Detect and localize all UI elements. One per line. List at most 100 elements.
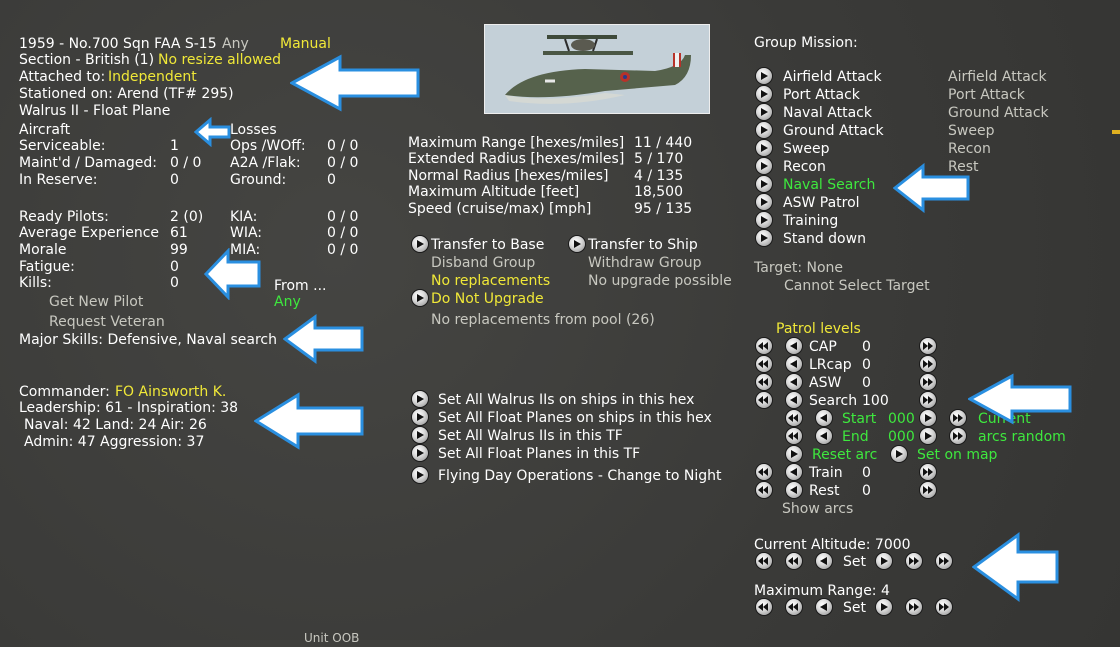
commander-name[interactable]: FO Ainsworth K. — [115, 384, 227, 400]
altitude-inc1000-icon[interactable] — [936, 553, 952, 569]
asw-inc-icon[interactable] — [920, 374, 936, 390]
rest-dec10-icon[interactable] — [756, 482, 772, 498]
no-replacements-toggle[interactable]: No replacements — [431, 273, 551, 289]
flying-day-ops-icon[interactable] — [412, 467, 428, 483]
set-all-float-ships-hex[interactable]: Set All Float Planes on ships in this he… — [438, 410, 712, 426]
train-dec-icon[interactable] — [786, 464, 802, 480]
cap-inc-icon[interactable] — [920, 338, 936, 354]
altitude-set-button[interactable]: Set — [843, 554, 866, 570]
aircraft-type[interactable]: Walrus II - Float Plane — [19, 103, 171, 119]
lrcap-dec-icon[interactable] — [786, 356, 802, 372]
mission-training-icon[interactable] — [756, 212, 772, 228]
set-all-walrus-tf-icon[interactable] — [412, 427, 428, 443]
end-dec-icon[interactable] — [816, 428, 832, 444]
mission-training[interactable]: Training — [783, 213, 839, 229]
flying-day-ops-button[interactable]: Flying Day Operations - Change to Night — [438, 468, 722, 484]
set-all-walrus-ships-hex[interactable]: Set All Walrus IIs on ships in this hex — [438, 392, 695, 408]
rest-inc-icon[interactable] — [920, 482, 936, 498]
mission-ground-icon[interactable] — [756, 122, 772, 138]
lrcap-dec10-icon[interactable] — [756, 356, 772, 372]
end-dec10-icon[interactable] — [786, 428, 802, 444]
set-all-walrus-tf[interactable]: Set All Walrus IIs in this TF — [438, 428, 623, 444]
transfer-to-base-button[interactable]: Transfer to Base — [431, 237, 545, 253]
transfer-to-ship-button[interactable]: Transfer to Ship — [588, 237, 698, 253]
mission-airfield-icon[interactable] — [756, 68, 772, 84]
start-inc-icon[interactable] — [920, 410, 936, 426]
cap-dec-icon[interactable] — [786, 338, 802, 354]
unit-oob-link[interactable]: Unit OOB — [304, 631, 360, 645]
alt-mission-port[interactable]: Port Attack — [948, 87, 1025, 103]
disband-group-button[interactable]: Disband Group — [431, 255, 536, 271]
mission-asw-icon[interactable] — [756, 194, 772, 210]
start-dec10-icon[interactable] — [786, 410, 802, 426]
set-all-float-tf-icon[interactable] — [412, 445, 428, 461]
altitude-dec-icon[interactable] — [816, 553, 832, 569]
alt-mission-sweep[interactable]: Sweep — [948, 123, 995, 139]
mission-stand-down[interactable]: Stand down — [783, 231, 866, 247]
range-dec-icon[interactable] — [816, 599, 832, 615]
cap-dec10-icon[interactable] — [756, 338, 772, 354]
set-on-map-button[interactable]: Set on map — [917, 447, 998, 463]
mission-recon[interactable]: Recon — [783, 159, 826, 175]
manual-toggle[interactable]: Manual — [280, 36, 331, 52]
rest-dec-icon[interactable] — [786, 482, 802, 498]
train-inc-icon[interactable] — [920, 464, 936, 480]
set-all-ships-hex-icon[interactable] — [412, 391, 428, 407]
set-all-float-ships-hex-icon[interactable] — [412, 409, 428, 425]
set-all-float-tf[interactable]: Set All Float Planes in this TF — [438, 446, 641, 462]
mission-naval-attack[interactable]: Naval Attack — [783, 105, 872, 121]
mission-port-icon[interactable] — [756, 86, 772, 102]
mission-naval-icon[interactable] — [756, 104, 772, 120]
altitude-inc-icon[interactable] — [876, 553, 892, 569]
mission-naval-search[interactable]: Naval Search — [783, 177, 876, 193]
withdraw-group-button[interactable]: Withdraw Group — [588, 255, 702, 271]
range-set-button[interactable]: Set — [843, 600, 866, 616]
mission-recon-icon[interactable] — [756, 158, 772, 174]
attached-value[interactable]: Independent — [108, 69, 197, 85]
range-inc-icon[interactable] — [876, 599, 892, 615]
mission-sweep[interactable]: Sweep — [783, 141, 830, 157]
train-dec10-icon[interactable] — [756, 464, 772, 480]
search-dec-icon[interactable] — [786, 392, 802, 408]
alt-mission-ground[interactable]: Ground Attack — [948, 105, 1049, 121]
lrcap-inc-icon[interactable] — [920, 356, 936, 372]
mission-sweep-icon[interactable] — [756, 140, 772, 156]
range-dec5-icon[interactable] — [786, 599, 802, 615]
altitude-dec100-icon[interactable] — [786, 553, 802, 569]
mission-asw-patrol[interactable]: ASW Patrol — [783, 195, 860, 211]
do-not-upgrade-icon[interactable] — [412, 290, 428, 306]
end-inc-icon[interactable] — [920, 428, 936, 444]
transfer-to-base-icon[interactable] — [412, 236, 428, 252]
search-dec10-icon[interactable] — [756, 392, 772, 408]
arcs-random-label[interactable]: arcs random — [978, 429, 1066, 445]
start-inc10-icon[interactable] — [950, 410, 966, 426]
alt-mission-rest[interactable]: Rest — [948, 159, 979, 175]
show-arcs-toggle[interactable]: Show arcs — [782, 501, 854, 517]
search-inc-icon[interactable] — [920, 392, 936, 408]
range-inc5-icon[interactable] — [906, 599, 922, 615]
request-veteran-button[interactable]: Request Veteran — [49, 314, 165, 330]
transfer-to-ship-icon[interactable] — [569, 236, 585, 252]
altitude-dec1000-icon[interactable] — [756, 553, 772, 569]
reset-arc-icon[interactable] — [786, 446, 802, 462]
asw-dec10-icon[interactable] — [756, 374, 772, 390]
asw-dec-icon[interactable] — [786, 374, 802, 390]
alt-mission-recon[interactable]: Recon — [948, 141, 991, 157]
mission-port-attack[interactable]: Port Attack — [783, 87, 860, 103]
get-new-pilot-button[interactable]: Get New Pilot — [49, 294, 144, 310]
stationed-label[interactable]: Stationed on: Arend (TF# 295) — [19, 86, 234, 102]
range-inc10-icon[interactable] — [936, 599, 952, 615]
do-not-upgrade-toggle[interactable]: Do Not Upgrade — [431, 291, 544, 307]
mission-naval-search-icon[interactable] — [756, 176, 772, 192]
alt-mission-airfield[interactable]: Airfield Attack — [948, 69, 1047, 85]
reset-arc-button[interactable]: Reset arc — [812, 447, 878, 463]
mission-ground-attack[interactable]: Ground Attack — [783, 123, 884, 139]
set-on-map-icon[interactable] — [891, 446, 907, 462]
altitude-inc100-icon[interactable] — [906, 553, 922, 569]
end-inc10-icon[interactable] — [950, 428, 966, 444]
mission-airfield-attack[interactable]: Airfield Attack — [783, 69, 882, 85]
start-dec-icon[interactable] — [816, 410, 832, 426]
from-value[interactable]: Any — [274, 294, 301, 310]
mission-stand-down-icon[interactable] — [756, 230, 772, 246]
range-dec10-icon[interactable] — [756, 599, 772, 615]
